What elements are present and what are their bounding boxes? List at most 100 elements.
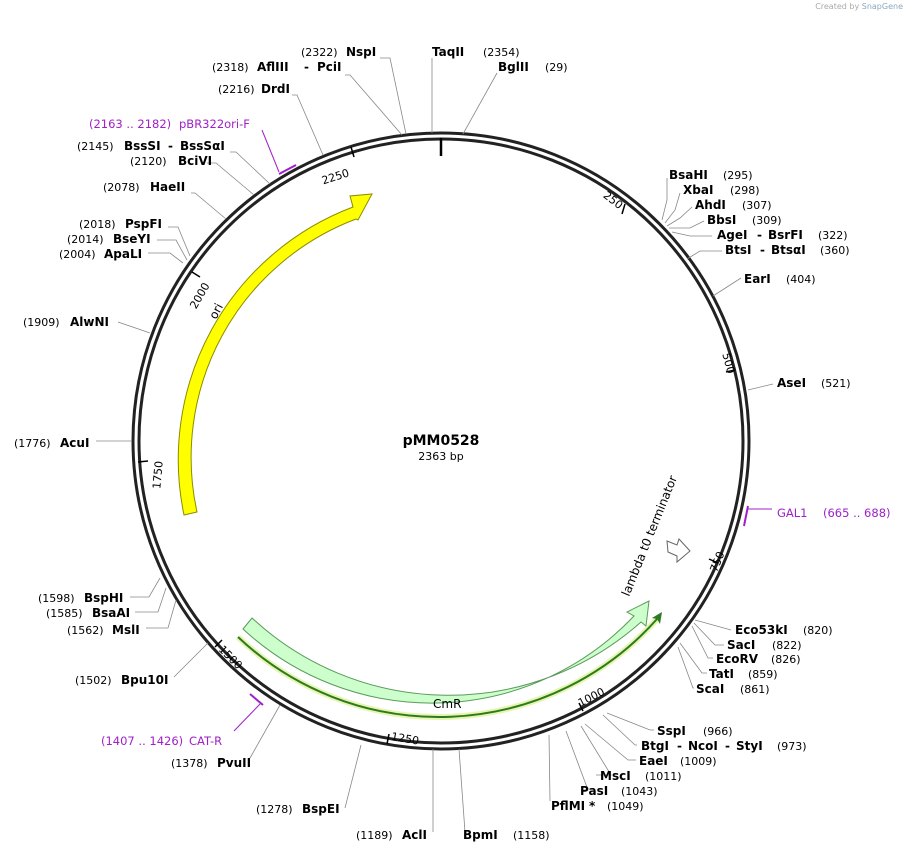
site-drdi[interactable]: DrdI <box>261 82 290 96</box>
site-scai[interactable]: ScaI <box>696 682 724 696</box>
snapgene-logo: SnapGene <box>861 2 903 11</box>
site-pos-eaei: (1009) <box>680 755 717 768</box>
site-pos-msci: (1011) <box>645 770 682 783</box>
site-btgi[interactable]: BtgI <box>641 739 669 753</box>
orf-line <box>237 618 658 718</box>
site-pos-saci: (822) <box>772 639 802 652</box>
site-pos-bsahi: (295) <box>723 169 753 182</box>
primer-pbr322ori-f-range: (2163 .. 2182) <box>89 117 171 131</box>
site-pos-bcivi: (2120) <box>130 155 167 168</box>
site-leader-line <box>148 252 184 264</box>
ruler-tick-mark <box>708 558 719 564</box>
snapgene-credit: Created by SnapGene <box>815 2 903 11</box>
site-bsssi[interactable]: BssSI <box>124 139 161 153</box>
site-pos-ahdi: (307) <box>742 199 772 212</box>
site-tati[interactable]: TatI <box>709 667 734 681</box>
ruler-tick-mark <box>137 460 149 463</box>
feature-ori-label: ori <box>206 301 226 321</box>
site-pos-bbsi: (309) <box>752 214 782 227</box>
feature-cmr-label: CmR <box>433 697 461 711</box>
site-pasi[interactable]: PasI <box>580 784 608 798</box>
site-bsaai[interactable]: BsaAI <box>92 606 130 620</box>
feature-cmr-arrow[interactable] <box>242 600 650 704</box>
site-leader-line <box>249 704 281 759</box>
site-pos-pasi: (1043) <box>621 785 658 798</box>
site-leader-line <box>292 94 324 156</box>
ruler-tick-label: 500 <box>719 351 737 375</box>
site-pvuii[interactable]: PvuII <box>217 756 251 770</box>
feature-ori-arrow[interactable] <box>177 193 373 516</box>
site-leader-line <box>130 577 161 598</box>
site-bsssai[interactable]: BssSαI <box>180 139 225 153</box>
site-sspi[interactable]: SspI <box>657 724 686 738</box>
site-apali[interactable]: ApaLI <box>104 247 142 261</box>
site-leader-line <box>135 587 167 613</box>
site-haeii[interactable]: HaeII <box>150 180 185 194</box>
site-bbsi[interactable]: BbsI <box>707 213 736 227</box>
site-leader-line <box>344 744 362 809</box>
site-bpu10i[interactable]: Bpu10I <box>121 673 168 687</box>
site-bsphi[interactable]: BspHI <box>84 591 123 605</box>
site-dash: - <box>725 739 730 753</box>
site-pos-haeii: (2078) <box>103 181 140 194</box>
site-bseyi[interactable]: BseYI <box>113 232 151 246</box>
site-btsi[interactable]: BtsI <box>725 243 752 257</box>
site-leader-line <box>168 226 191 257</box>
site-leader-line <box>146 599 177 629</box>
site-agei[interactable]: AgeI <box>717 228 747 242</box>
site-bsahi[interactable]: BsaHI <box>669 168 708 182</box>
site-leader-line <box>548 734 551 802</box>
primer-pbr322ori-f-name: pBR322ori-F <box>179 117 250 131</box>
primer-gal1-name: GAL1 <box>777 506 808 520</box>
site-pos-bpmi: (1158) <box>513 829 550 842</box>
site-pos-agei: (322) <box>818 229 848 242</box>
site-xbai[interactable]: XbaI <box>683 183 713 197</box>
site-leader-line <box>117 321 151 334</box>
site-msci[interactable]: MscI <box>600 769 631 783</box>
site-bglii[interactable]: BglII <box>498 60 529 74</box>
site-dash: - <box>757 228 762 242</box>
primer-leader-line <box>261 129 280 173</box>
ruler-tick-label: 2000 <box>187 280 212 311</box>
site-nspi[interactable]: NspI <box>346 45 376 59</box>
site-bsrfi[interactable]: BsrFI <box>768 228 803 242</box>
site-ncoi[interactable]: NcoI <box>688 739 718 753</box>
site-dash: - <box>677 739 682 753</box>
site-afliii[interactable]: AflIII <box>257 60 289 74</box>
site-bpmi[interactable]: BpmI <box>463 828 498 842</box>
site-leader-line <box>580 725 612 776</box>
site-eaei[interactable]: EaeI <box>639 754 668 768</box>
site-acui[interactable]: AcuI <box>60 436 89 450</box>
ruler-tick-label: 1250 <box>390 730 420 748</box>
site-saci[interactable]: SacI <box>727 638 755 652</box>
site-dash: - <box>168 139 173 153</box>
site-eco53ki[interactable]: Eco53kI <box>735 623 788 637</box>
site-alwni[interactable]: AlwNI <box>70 315 109 329</box>
site-btsai[interactable]: BtsαI <box>771 243 806 257</box>
site-pos-scai: (861) <box>740 683 770 696</box>
plasmid-length: 2363 bp <box>418 450 463 463</box>
site-ecorv[interactable]: EcoRV <box>716 652 759 666</box>
site-pos-ecorv: (826) <box>771 653 801 666</box>
site-pcii[interactable]: PciI <box>317 60 342 74</box>
site-dash: - <box>304 60 309 74</box>
site-eari[interactable]: EarI <box>744 272 771 286</box>
site-pflmi[interactable]: PflMI <box>551 799 585 813</box>
ruler-tick-mark <box>725 369 736 373</box>
site-pos-sspi: (966) <box>703 725 733 738</box>
site-ahdi[interactable]: AhdI <box>695 198 726 212</box>
orf-arrowhead <box>652 612 662 624</box>
site-bspei[interactable]: BspEI <box>302 802 340 816</box>
feature-lambda-t0-terminator-arrow[interactable] <box>666 538 691 564</box>
ruler-tick-mark <box>386 733 390 745</box>
site-pos-bspei: (1278) <box>256 803 293 816</box>
site-msli[interactable]: MslI <box>112 623 140 637</box>
site-pos-bglii: (29) <box>545 61 568 74</box>
site-bcivi[interactable]: BciVI <box>178 154 212 168</box>
site-asei[interactable]: AseI <box>777 376 806 390</box>
site-leader-line <box>173 642 209 678</box>
site-taqii[interactable]: TaqII <box>432 45 464 59</box>
site-styi[interactable]: StyI <box>736 739 763 753</box>
site-pspfi[interactable]: PspFI <box>125 217 162 231</box>
site-acli[interactable]: AclI <box>402 828 427 842</box>
